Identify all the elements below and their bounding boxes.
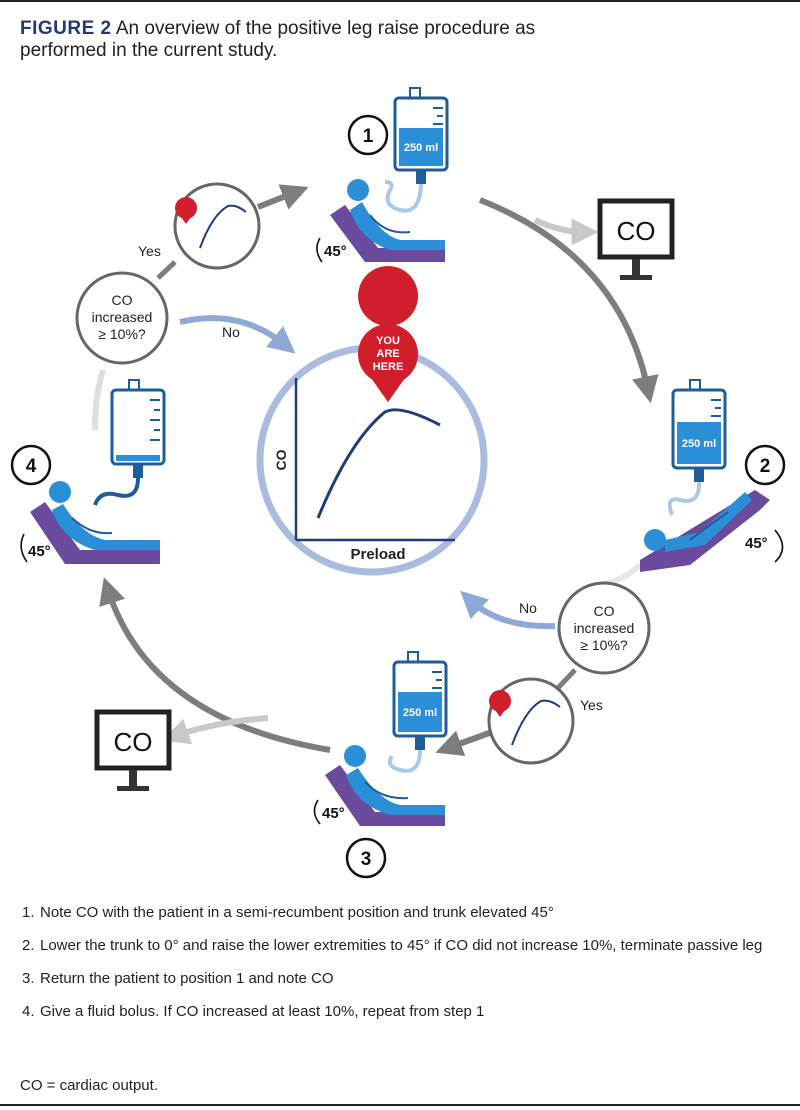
bed-4 — [30, 502, 160, 564]
no-label-bottom: No — [519, 600, 537, 616]
bed-3 — [325, 765, 445, 826]
decision-top-line-1: CO — [112, 292, 133, 308]
patient-station-4: 45° — [20, 481, 160, 564]
svg-text:1: 1 — [363, 126, 374, 147]
no-arrow-bottom — [460, 590, 556, 630]
angle-label-4: 45° — [28, 543, 51, 560]
bag-3-volume: 250 ml — [403, 707, 437, 719]
figure-caption: An overview of the positive leg raise pr… — [20, 18, 536, 61]
iv-tube-2 — [667, 481, 702, 516]
arrow-to-top-monitor — [533, 217, 599, 246]
iv-tube-3 — [387, 749, 422, 773]
curve-top-line — [199, 204, 247, 249]
yes-arrow-top — [256, 184, 309, 210]
cycle-arrow-faint-left — [92, 369, 106, 431]
pin-line-2: ARE — [376, 348, 399, 360]
mini-pin-top-icon — [175, 197, 197, 219]
footnote: CO = cardiac output. — [20, 1077, 158, 1094]
step-number-4: 4 — [10, 444, 52, 486]
yes-label-bottom: Yes — [580, 697, 603, 713]
decision-bottom-line-3: ≥ 10%? — [580, 637, 628, 653]
decision-circle-bottom: CO increased ≥ 10%? — [557, 581, 651, 675]
bed-1 — [330, 205, 445, 262]
steps-list: 1.Note CO with the patient in a semi-rec… — [22, 902, 782, 1034]
center-chart-xlabel: Preload — [350, 546, 405, 563]
curve-circle-top — [173, 182, 261, 270]
patient-station-1: 45° — [316, 179, 445, 263]
top-rule — [0, 0, 800, 2]
arrow-to-bottom-monitor — [162, 715, 269, 745]
curve-circle-bottom — [487, 677, 575, 765]
patient-station-3: 45° — [313, 745, 445, 826]
decision-top-line-3: ≥ 10%? — [98, 326, 146, 342]
iv-bag-1: 250 ml — [393, 87, 449, 184]
yes-label-top: Yes — [138, 243, 161, 259]
center-chart-curve — [316, 408, 441, 519]
step-number-1: 1 — [347, 114, 389, 156]
pin-line-3: HERE — [373, 361, 404, 373]
iv-tube-1 — [384, 180, 423, 213]
pin-line-1: YOU — [376, 335, 400, 347]
monitor-bottom-text: CO — [114, 727, 153, 757]
decision-circle-top: CO increased ≥ 10%? — [75, 271, 169, 365]
no-arrow-top — [179, 315, 296, 354]
center-chart: CO Preload — [273, 378, 455, 563]
figure-title: FIGURE 2 An overview of the positive leg… — [20, 18, 580, 62]
center-chart-ylabel: CO — [273, 449, 289, 470]
decision-bottom-line-1: CO — [594, 603, 615, 619]
curve-bottom-line — [511, 699, 561, 746]
monitor-top: CO — [597, 198, 675, 280]
pin-tip — [364, 368, 412, 402]
iv-bag-2: 250 ml — [671, 379, 727, 482]
bag-2-volume: 250 ml — [682, 438, 716, 450]
monitor-bottom: CO — [94, 709, 172, 791]
svg-text:4: 4 — [26, 456, 37, 477]
step-number-3: 3 — [345, 837, 387, 879]
angle-label-2: 45° — [745, 535, 768, 552]
iv-bag-4 — [110, 379, 166, 478]
svg-text:3: 3 — [361, 849, 372, 870]
step-item-3: 3.Return the patient to position 1 and n… — [22, 970, 334, 987]
connector-top-decision — [156, 260, 177, 280]
no-label-top: No — [222, 324, 240, 340]
center-circle — [256, 344, 488, 576]
yes-arrow-bottom — [435, 729, 494, 757]
figure-label: FIGURE 2 — [20, 18, 112, 39]
svg-text:2: 2 — [760, 456, 771, 477]
cycle-arrow-1-to-2 — [478, 197, 659, 404]
patient-station-2: 45° — [640, 490, 784, 572]
monitor-top-text: CO — [617, 216, 656, 246]
connector-bottom-decision — [554, 668, 577, 692]
angle-label-3: 45° — [322, 805, 345, 822]
iv-tube-4 — [93, 477, 140, 506]
step-item-1: 1.Note CO with the patient in a semi-rec… — [22, 904, 554, 921]
mini-pin-bottom-icon — [489, 690, 511, 712]
iv-bag-3: 250 ml — [392, 651, 448, 750]
decision-top-line-2: increased — [92, 309, 153, 325]
you-are-here-pin: YOU ARE HERE — [358, 266, 419, 402]
step-number-2: 2 — [744, 444, 786, 486]
decision-bottom-line-2: increased — [574, 620, 635, 636]
procedure-diagram: CO Preload YOU ARE HERE CO increased ≥ 1… — [10, 87, 786, 879]
angle-label-1: 45° — [324, 243, 347, 260]
cycle-arrow-3-to-4 — [99, 577, 331, 753]
step-item-4: 4.Give a fluid bolus. If CO increased at… — [22, 1003, 485, 1020]
bag-1-volume: 250 ml — [404, 142, 438, 154]
bottom-rule — [0, 1104, 800, 1106]
step-item-2: 2.Lower the trunk to 0° and raise the lo… — [22, 937, 763, 954]
